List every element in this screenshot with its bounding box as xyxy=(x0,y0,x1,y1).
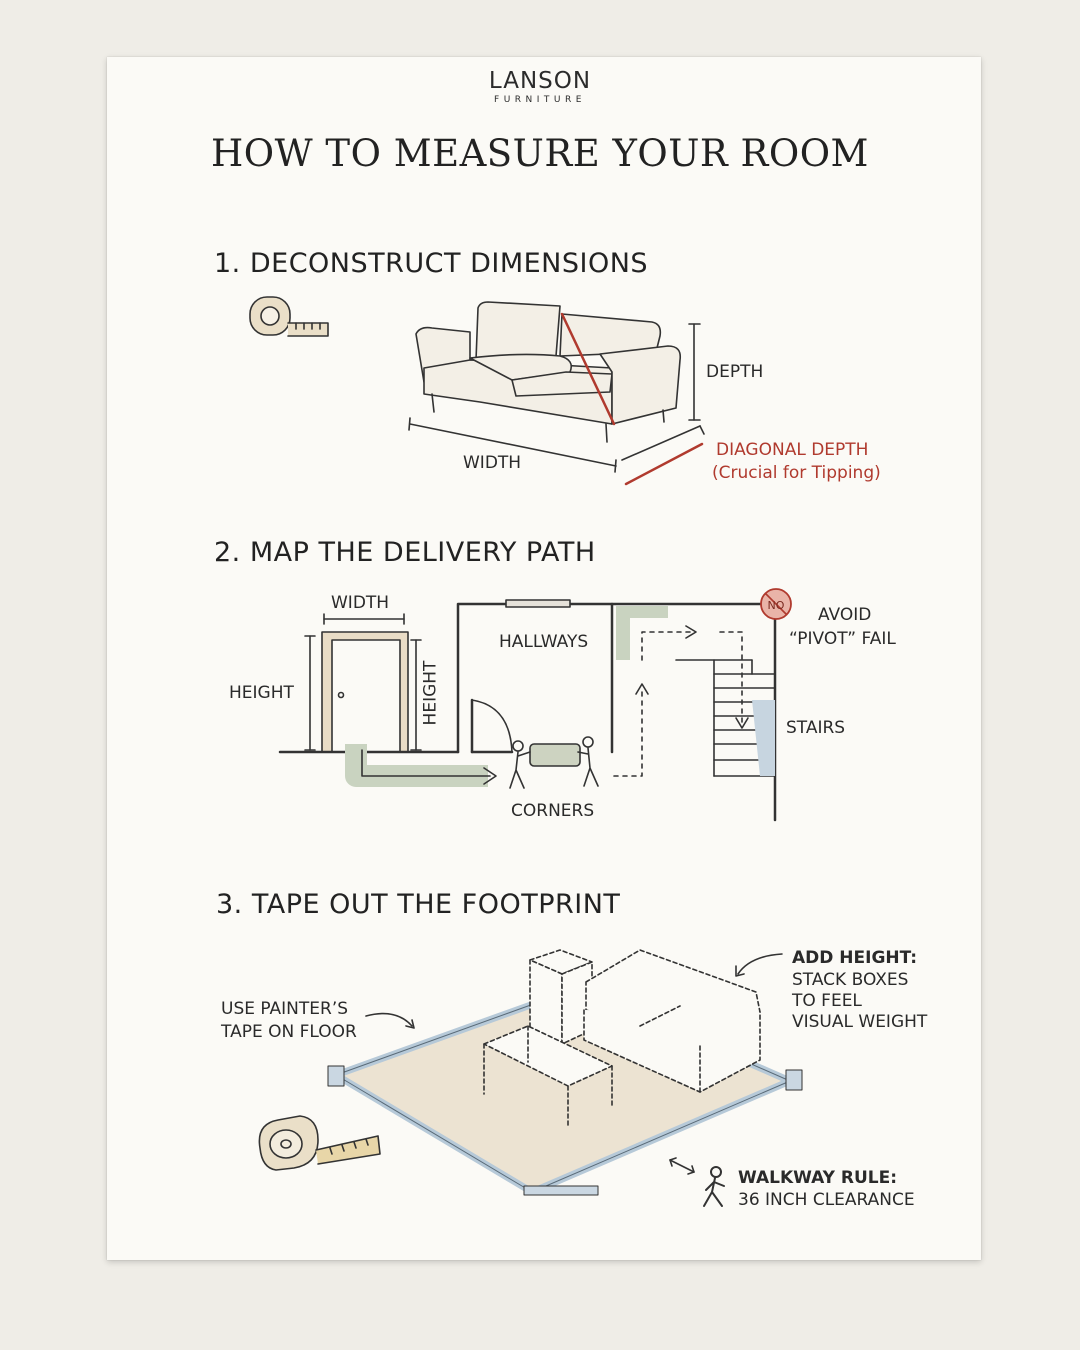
section-2-heading: 2. MAP THE DELIVERY PATH xyxy=(214,537,596,568)
no-sign-label: NO xyxy=(768,599,785,612)
diagonal-depth-note: (Crucial for Tipping) xyxy=(712,463,881,483)
door-height-label: HEIGHT xyxy=(229,683,294,703)
page-title: HOW TO MEASURE YOUR ROOM xyxy=(211,132,869,175)
to-feel-label: TO FEEL xyxy=(792,991,862,1011)
avoid-label: AVOID xyxy=(818,605,872,625)
clearance-label: 36 INCH CLEARANCE xyxy=(738,1190,915,1210)
pivot-fail-label: “PIVOT” FAIL xyxy=(789,629,896,649)
stack-boxes-label: STACK BOXES xyxy=(792,970,909,990)
width-label: WIDTH xyxy=(463,453,522,473)
add-height-label: ADD HEIGHT: xyxy=(792,948,918,968)
painters-tape-label-line2: TAPE ON FLOOR xyxy=(221,1022,357,1042)
stairs-label: STAIRS xyxy=(786,718,846,738)
section-3-heading: 3. TAPE OUT THE FOOTPRINT xyxy=(216,889,621,920)
brand-name: LANSON xyxy=(488,68,592,94)
door-width-label: WIDTH xyxy=(331,593,390,613)
door-height-vertical-label: HEIGHT xyxy=(420,660,441,726)
brand-subtitle: FURNITURE xyxy=(494,95,586,105)
corners-label: CORNERS xyxy=(511,801,595,821)
tape-measure-icon xyxy=(249,296,329,337)
tape-measure-large-icon xyxy=(258,1115,381,1171)
walkway-rule-label: WALKWAY RULE: xyxy=(738,1168,898,1188)
depth-label: DEPTH xyxy=(706,362,764,382)
diagonal-depth-label: DIAGONAL DEPTH xyxy=(716,440,869,460)
visual-weight-label: VISUAL WEIGHT xyxy=(792,1012,928,1032)
hallways-label: HALLWAYS xyxy=(499,632,589,652)
section-1-heading: 1. DECONSTRUCT DIMENSIONS xyxy=(214,248,649,279)
sofa-icon xyxy=(415,301,682,443)
movers-icon xyxy=(509,736,599,789)
painters-tape-label-line1: USE PAINTER’S xyxy=(221,999,349,1019)
walking-person-icon xyxy=(703,1166,725,1207)
